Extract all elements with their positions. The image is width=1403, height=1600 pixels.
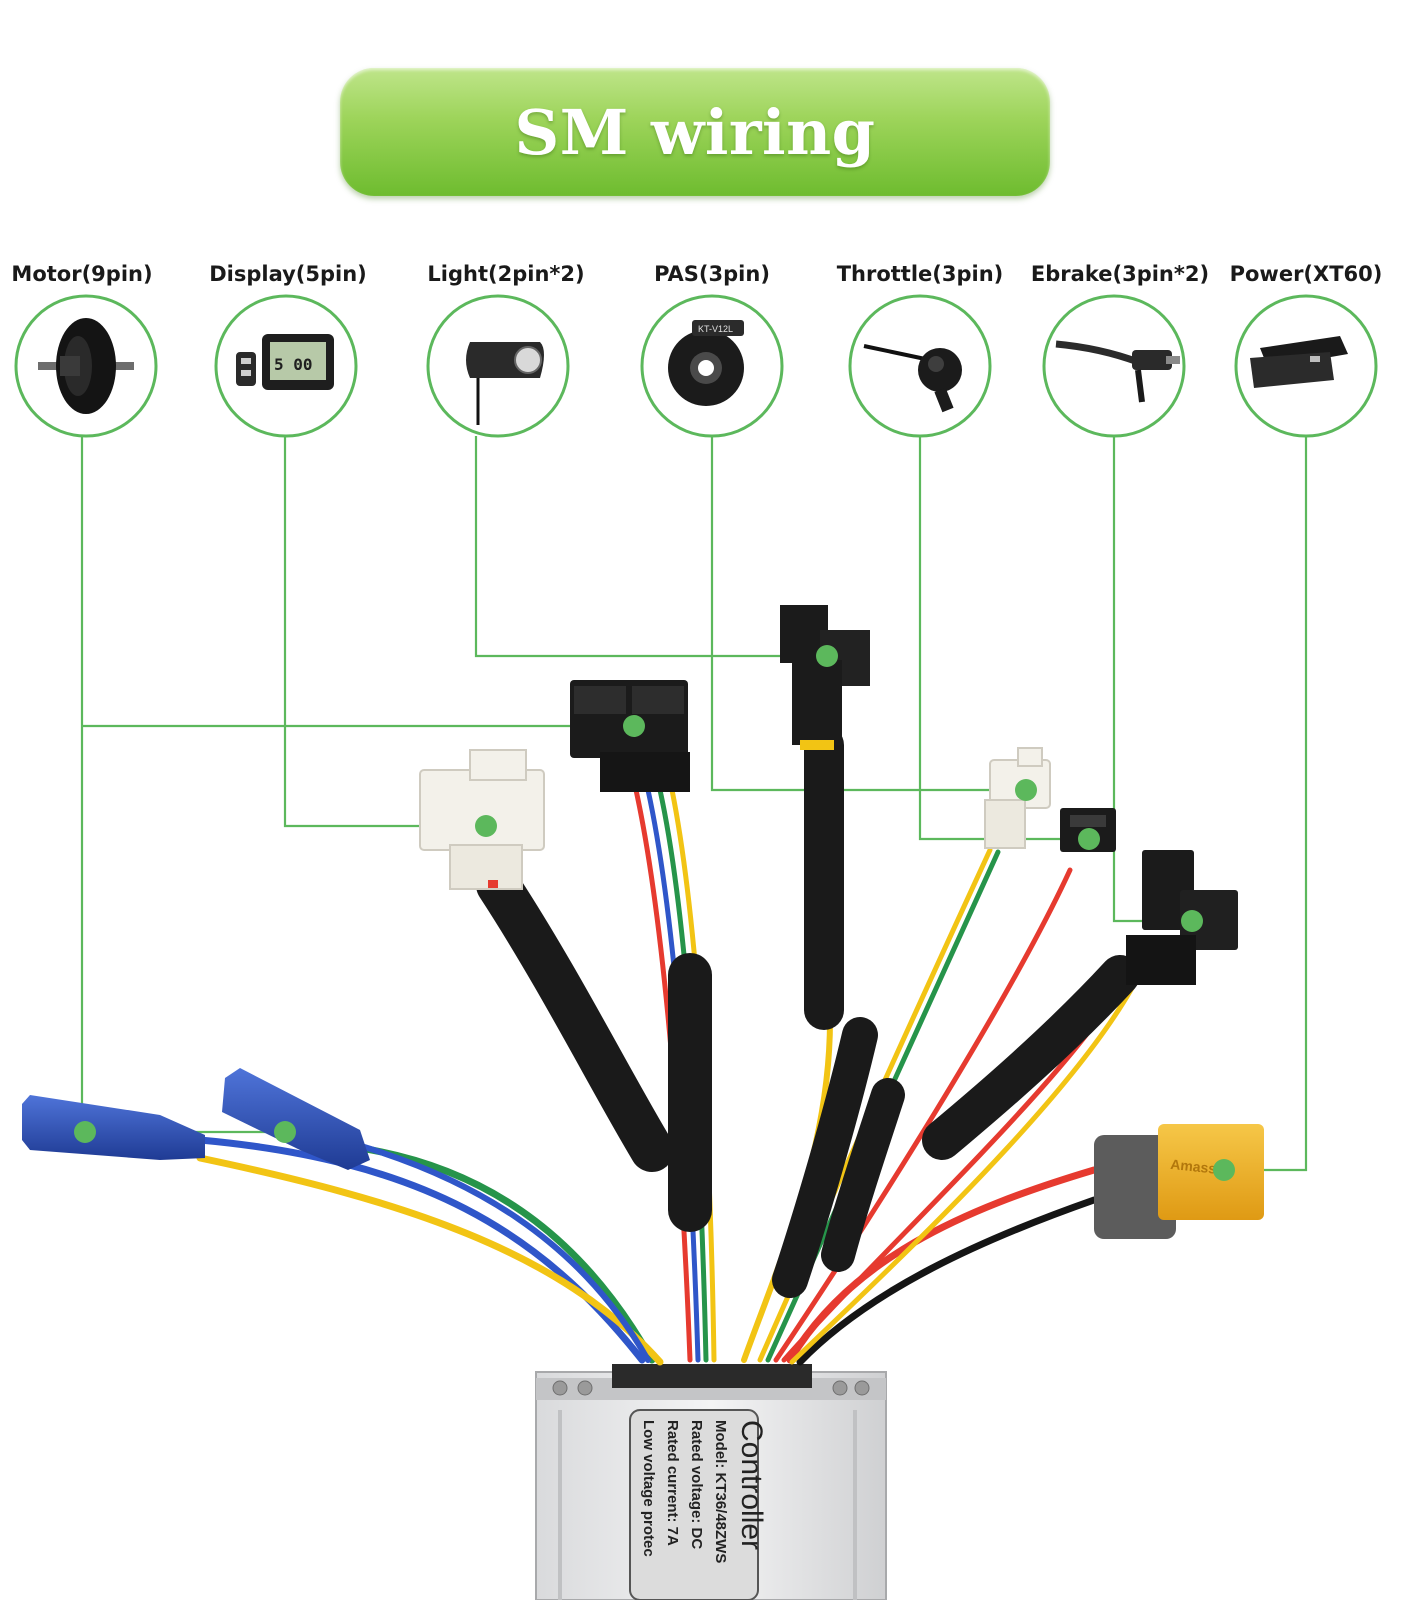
lcd-display-icon: 5 00 xyxy=(236,334,334,390)
wire-bundle xyxy=(196,787,1153,1366)
display-connector xyxy=(419,749,545,890)
label-display: Display(5pin) xyxy=(209,262,367,286)
controller-title: Controller xyxy=(735,1420,768,1550)
dot-motor-connector xyxy=(623,715,645,737)
headlight-icon xyxy=(466,342,544,425)
dot-power xyxy=(1213,1159,1235,1181)
dot-display xyxy=(475,815,497,837)
hub-motor-icon xyxy=(38,318,134,414)
dot-pas xyxy=(1015,779,1037,801)
pas-connector xyxy=(984,747,1051,849)
controller-line-3: Rated current: 7A xyxy=(664,1420,681,1546)
label-power: Power(XT60) xyxy=(1229,262,1383,286)
diagram-title: SM wiring xyxy=(514,95,876,169)
display-readout: 5 00 xyxy=(274,355,313,374)
pas-sensor-icon: KT-V12L xyxy=(668,320,744,406)
dot-light xyxy=(816,645,838,667)
light-connector xyxy=(780,605,870,750)
title-banner: SM wiring xyxy=(340,68,1050,196)
heat-shrink-sleeves xyxy=(476,725,1140,1298)
label-pas: PAS(3pin) xyxy=(654,262,770,286)
brake-lever-icon xyxy=(1055,340,1180,403)
xt60-connector: Amass xyxy=(1094,1124,1264,1239)
dot-motor-bullet-2 xyxy=(274,1121,296,1143)
thumb-throttle-icon xyxy=(863,344,962,413)
connection-points xyxy=(74,645,1235,1181)
motor-bullet-connectors xyxy=(22,1068,370,1170)
controller-line-1: Model: KT36/48ZWS xyxy=(712,1420,729,1563)
label-throttle: Throttle(3pin) xyxy=(836,262,1004,286)
xt60-brand-text: Amass xyxy=(1170,1156,1218,1177)
label-ebrake: Ebrake(3pin*2) xyxy=(1030,262,1210,286)
controller-line-4: Low voltage protec xyxy=(640,1420,657,1557)
label-light: Light(2pin*2) xyxy=(427,262,585,286)
label-motor: Motor(9pin) xyxy=(11,262,153,286)
pas-sensor-text: KT-V12L xyxy=(698,324,733,334)
controller-line-2: Rated voltage: DC xyxy=(688,1420,705,1549)
ebrake-connector xyxy=(1126,850,1238,985)
controller-box: Controller Model: KT36/48ZWS Rated volta… xyxy=(535,1364,887,1600)
dot-throttle xyxy=(1078,828,1100,850)
dot-motor-bullet-1 xyxy=(74,1121,96,1143)
xt60-connector-icon xyxy=(1250,336,1348,388)
dot-ebrake xyxy=(1181,910,1203,932)
